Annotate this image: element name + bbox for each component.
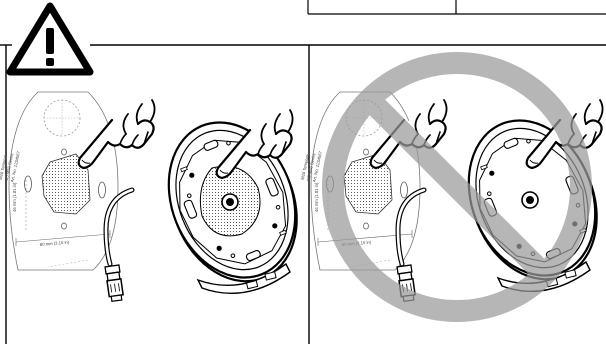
prohibition-circle-slash-icon (322, 52, 592, 322)
panel-frame (0, 44, 606, 344)
camera-mount-base (445, 100, 606, 300)
panel-prohibited: M16 Template M5 M50 Series Art. No. 1234… (300, 52, 606, 322)
svg-text:M5 M50 Series: M5 M50 Series (306, 153, 317, 182)
template-sheet: M16 Template M5 M50 Series Art. No. 1234… (0, 91, 119, 271)
svg-text:M16 Template: M16 Template (0, 153, 8, 180)
network-cable-connector (105, 190, 132, 302)
svg-text:46 mm (1.81 in): 46 mm (1.81 in) (12, 182, 17, 212)
top-table (307, 0, 606, 15)
camera-mount-base (145, 102, 321, 302)
svg-text:Art. No. 1234567: Art. No. 1234567 (10, 150, 22, 183)
warning-triangle-icon (6, 2, 94, 76)
template-text: M16 Template M5 M50 Series Art. No. 1234… (0, 150, 22, 183)
svg-text:80 mm (3.15 in): 80 mm (3.15 in) (40, 239, 70, 247)
svg-text:Art. No. 1234567: Art. No. 1234567 (312, 150, 324, 183)
svg-text:M16 Template: M16 Template (300, 153, 310, 180)
template-text: M16 Template M5 M50 Series Art. No. 1234… (300, 150, 324, 183)
panel-correct: M16 Template M5 M50 Series Art. No. 1234… (0, 91, 321, 302)
svg-text:M5 M50 Series: M5 M50 Series (4, 153, 15, 182)
svg-text:46 mm (1.81 in): 46 mm (1.81 in) (314, 182, 319, 212)
